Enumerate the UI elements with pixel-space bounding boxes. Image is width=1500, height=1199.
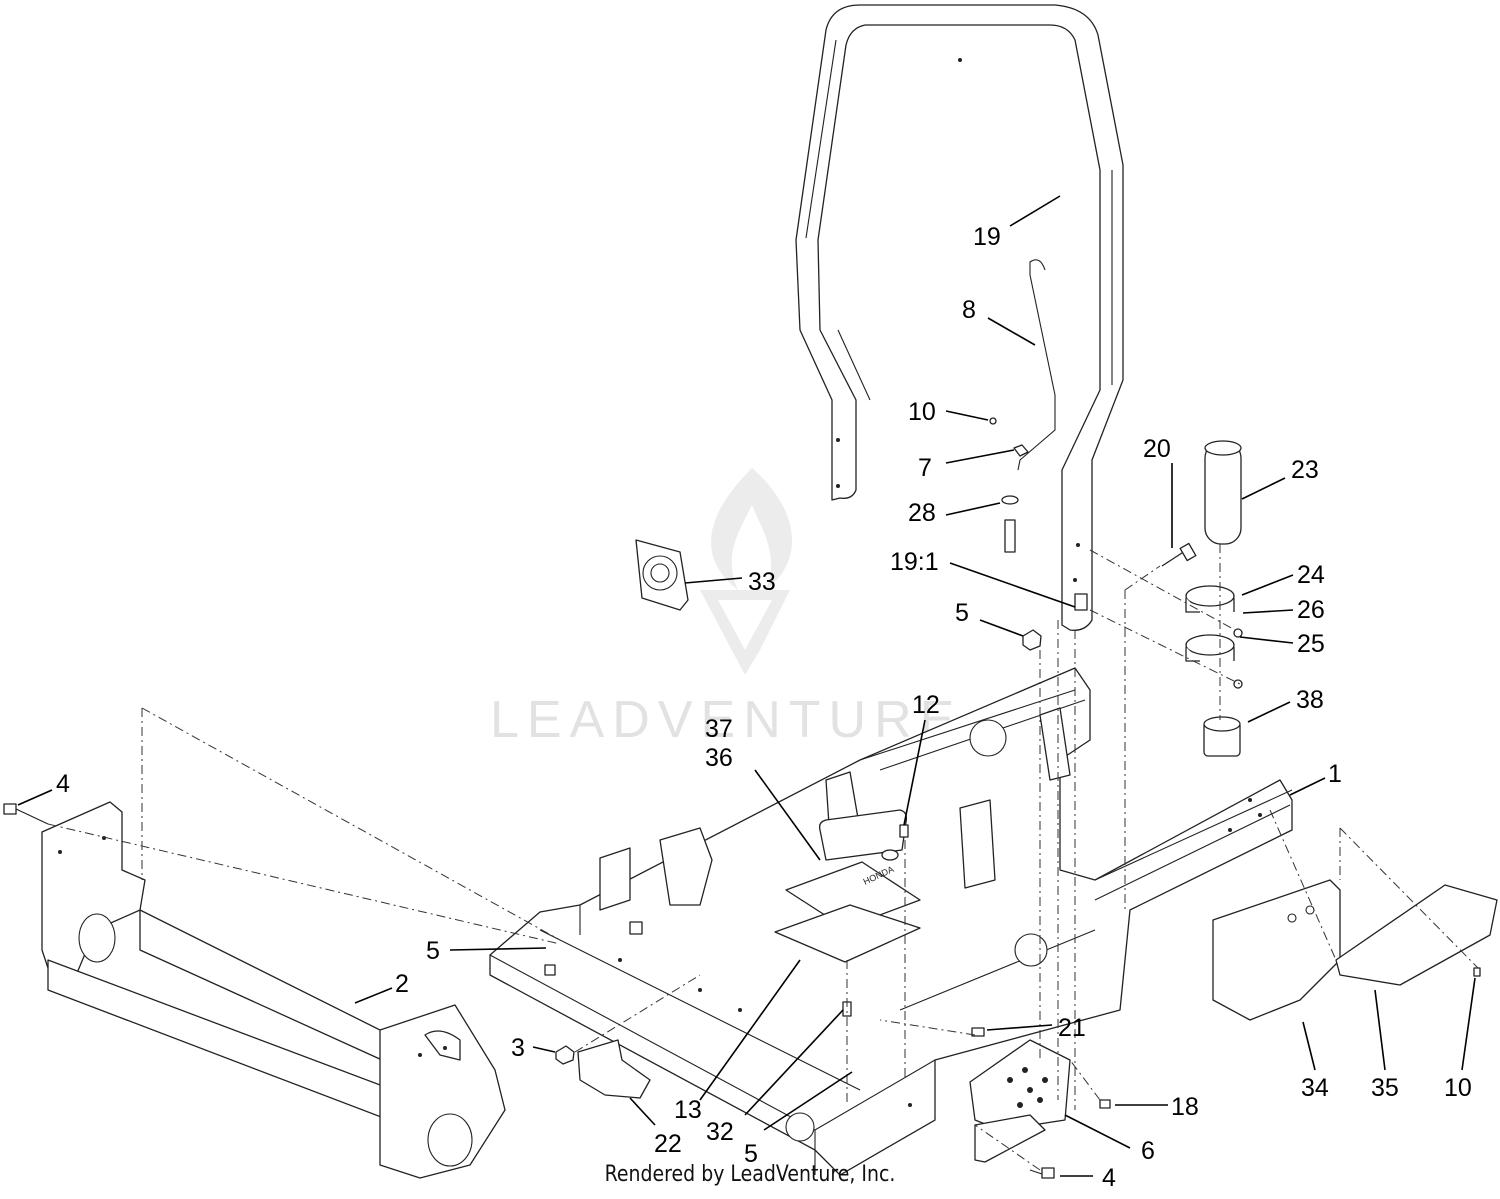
roll-bar (795, 4, 1124, 631)
callout-1: 1 (1328, 760, 1342, 788)
clamp-25 (1185, 628, 1243, 689)
nut-5-top (1022, 629, 1042, 651)
bolt-21 (971, 1027, 985, 1037)
bolt-12 (899, 824, 909, 838)
assembly-lines (47, 544, 1479, 1171)
watermark-text: LEADVENTURE (490, 691, 962, 749)
callout-35: 35 (1371, 1074, 1399, 1102)
bolt-20 (1161, 542, 1197, 567)
bolt-3 (555, 1045, 575, 1065)
clip-7 (1013, 444, 1029, 457)
callout-25: 25 (1297, 630, 1325, 658)
callout-5: 5 (955, 599, 969, 627)
bracket-22 (577, 1039, 651, 1099)
callout-19-1: 19:1 (890, 548, 939, 576)
callout-labels: 19 8 10 7 28 20 23 33 19:1 24 26 5 25 38… (56, 223, 1472, 1192)
callout-37: 37 (705, 715, 733, 743)
cover-plate-35 (1335, 884, 1498, 986)
pin-28 (1001, 495, 1019, 553)
fastener-10-top (989, 417, 997, 425)
clamp-24 (1185, 585, 1235, 613)
front-axle (41, 801, 506, 1179)
render-credit: Rendered by LeadVenture, Inc. (604, 1162, 896, 1187)
callout-8: 8 (962, 296, 976, 324)
callout-18: 18 (1171, 1093, 1199, 1121)
callout-38: 38 (1296, 686, 1324, 714)
callout-3: 3 (511, 1034, 525, 1062)
callout-2: 2 (395, 970, 409, 998)
callout-36: 36 (705, 744, 733, 772)
callout-34: 34 (1301, 1074, 1329, 1102)
callout-26: 26 (1297, 596, 1325, 624)
callout-7: 7 (918, 454, 932, 482)
callout-24: 24 (1297, 561, 1325, 589)
leader-lines (17, 195, 1476, 1177)
callout-5: 5 (744, 1140, 758, 1168)
callout-33: 33 (748, 568, 776, 596)
callout-4: 4 (56, 770, 70, 798)
bolt-18 (1099, 1099, 1111, 1109)
callout-6: 6 (1141, 1137, 1155, 1165)
screw-10-right (1473, 967, 1481, 977)
watermark-logo (700, 468, 793, 675)
bolt-4-left (3, 803, 49, 825)
decal-plates: HONDA (774, 861, 921, 963)
storage-tray-34 (1212, 879, 1341, 1021)
callout-20: 20 (1143, 435, 1171, 463)
callout-5: 5 (426, 937, 440, 965)
callout-19: 19 (973, 223, 1001, 251)
support-rod (1017, 259, 1056, 471)
callout-10: 10 (1444, 1074, 1472, 1102)
callout-10: 10 (908, 398, 936, 426)
bumper-38 (1203, 716, 1241, 757)
bolt-4-bottom (1029, 1167, 1055, 1179)
callout-12: 12 (912, 691, 940, 719)
bearing-block-33 (635, 539, 689, 611)
callout-32: 32 (706, 1118, 734, 1146)
callout-22: 22 (654, 1130, 682, 1158)
callout-21: 21 (1058, 1014, 1086, 1042)
callout-23: 23 (1291, 456, 1319, 484)
foot-plate-6 (969, 1039, 1071, 1163)
grip-23 (1204, 440, 1242, 545)
callout-4: 4 (1102, 1164, 1116, 1192)
callout-28: 28 (908, 499, 936, 527)
callout-13: 13 (674, 1096, 702, 1124)
